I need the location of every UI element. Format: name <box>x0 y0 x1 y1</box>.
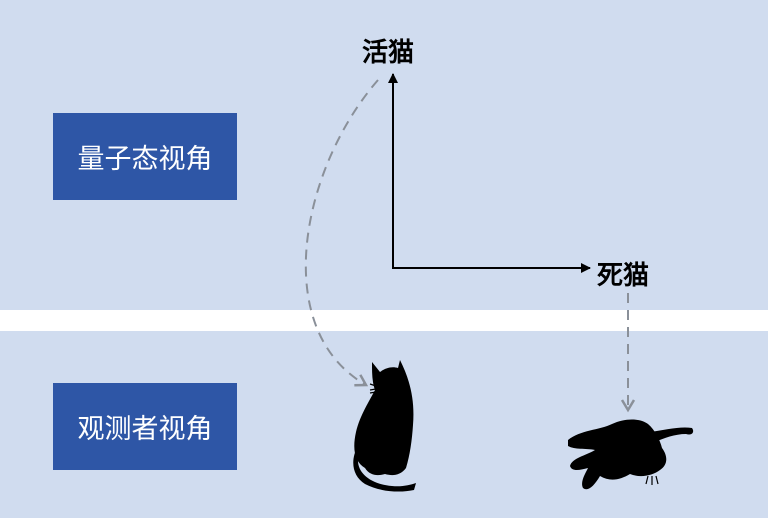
alive-cat-icon <box>353 360 416 492</box>
alive-cat-axis-label: 活猫 <box>362 38 415 68</box>
observer-view-label: 观测者视角 <box>53 383 237 470</box>
state-axes <box>388 73 591 273</box>
collapse-arrow-alive <box>304 79 379 387</box>
dead-cat-axis-label: 死猫 <box>597 261 650 291</box>
dead-cat-icon <box>568 419 694 490</box>
quantum-view-label: 量子态视角 <box>53 113 237 200</box>
